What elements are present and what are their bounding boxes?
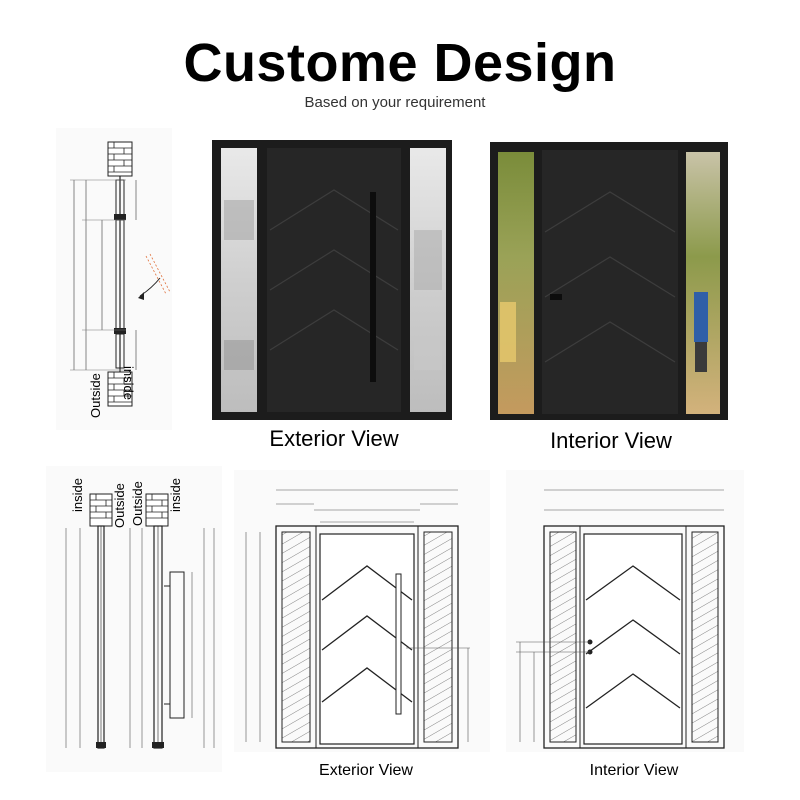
brick-bottom-icon [107, 371, 133, 407]
exterior-elevation-panel [234, 470, 490, 752]
exterior-photo-caption: Exterior View [269, 426, 399, 451]
interior-elevation-caption: Interior View [589, 762, 679, 779]
page-title: Custome Design [183, 33, 617, 93]
interior-photo [490, 142, 728, 420]
interior-elevation-panel [506, 470, 744, 752]
exterior-elevation-caption: Exterior View [319, 762, 413, 779]
label-inside: inside [121, 366, 136, 400]
section-drawing [70, 141, 171, 407]
interior-elevation-drawing [516, 489, 725, 749]
label-outside: Outside [88, 373, 103, 418]
brick-top-icon [107, 141, 133, 177]
side-sections-drawing [65, 493, 215, 749]
right-label-inside: inside [168, 478, 183, 512]
left-label-outside: Outside [112, 483, 127, 528]
left-label-inside: inside [70, 478, 85, 512]
exterior-elevation-drawing [245, 489, 470, 749]
interior-photo-caption: Interior View [550, 428, 672, 453]
page-subtitle: Based on your requirement [304, 94, 486, 111]
brick-left-icon [89, 493, 113, 527]
side-sections-panel: inside Outside Outside inside [46, 466, 222, 772]
section-drawing-panel: inside Outside [56, 128, 172, 430]
brick-right-icon [145, 493, 169, 527]
right-label-outside: Outside [130, 481, 145, 526]
exterior-photo [212, 140, 452, 420]
